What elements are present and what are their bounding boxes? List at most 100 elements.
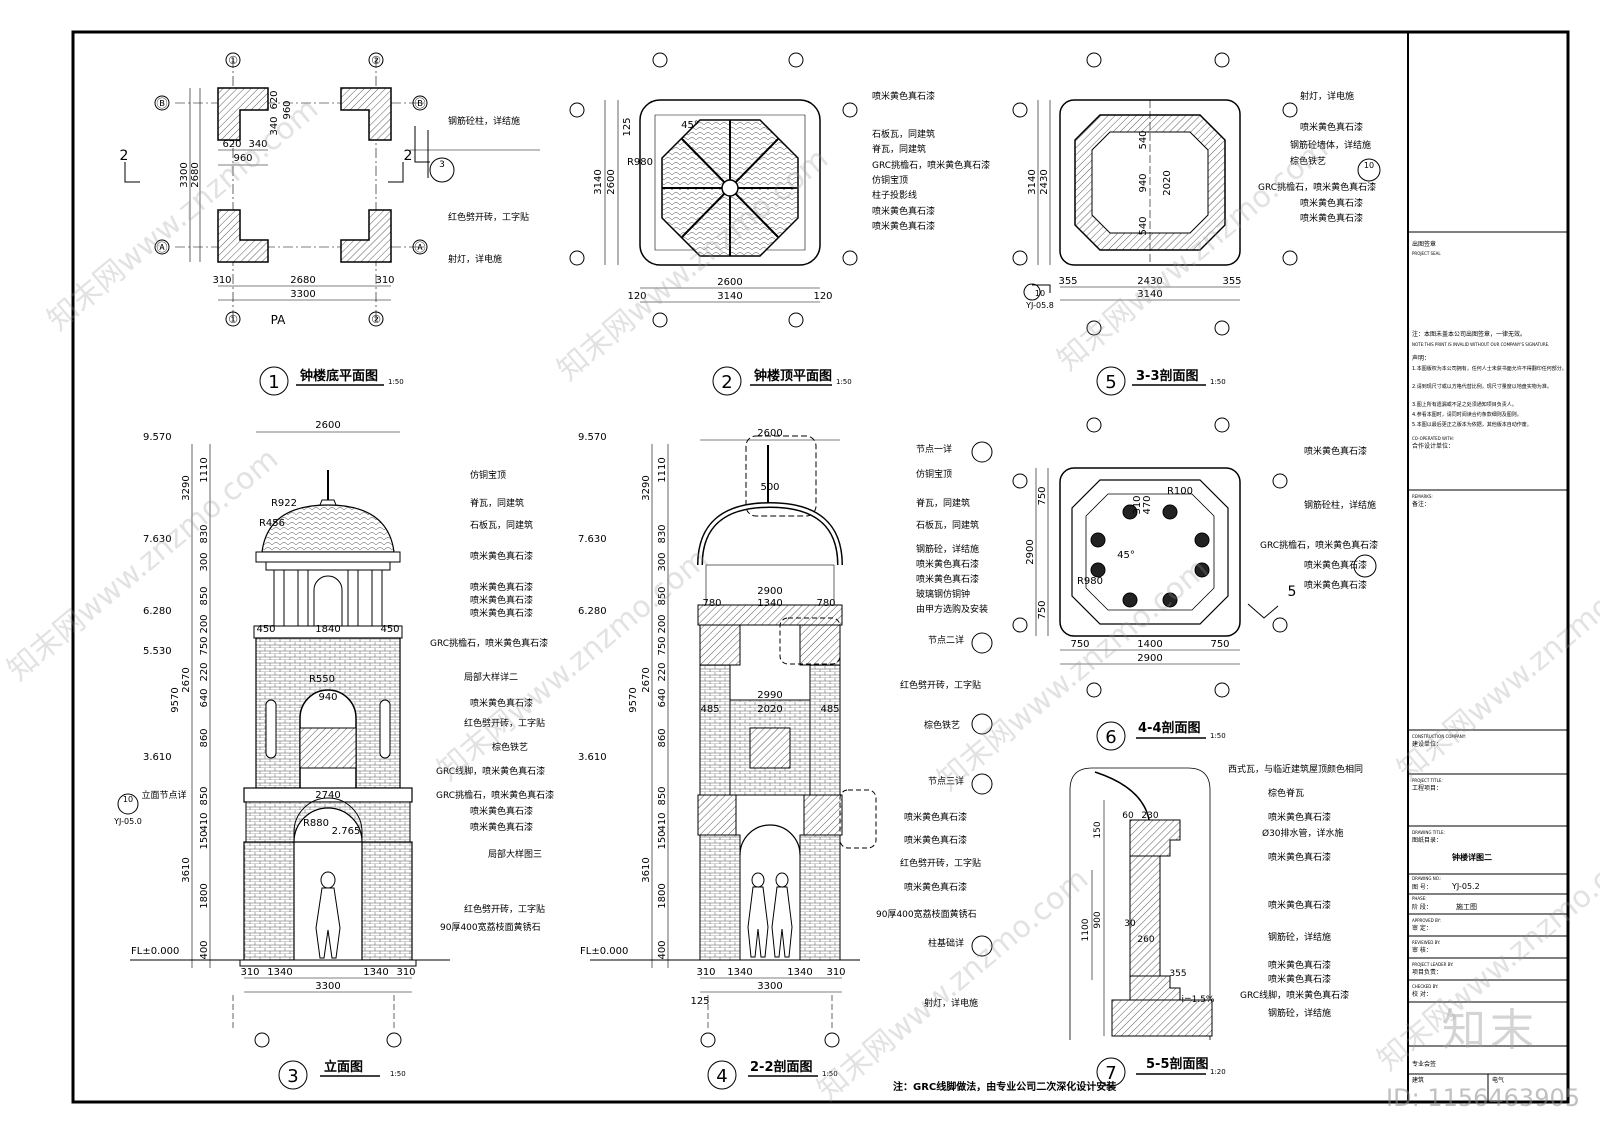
e3-level: 6.280 xyxy=(143,606,172,617)
d7-note: 棕色脊瓦 xyxy=(1268,787,1304,799)
p2-dim-v: 3140 xyxy=(593,169,604,194)
s4-note: 喷米黄色真石漆 xyxy=(904,834,967,846)
s4-vdim: 9570 xyxy=(628,687,639,712)
s4-vdim: 200 xyxy=(657,614,668,633)
titles-row2: 3 立面图 1:50 4 2-2剖面图 1:50 6 4-4剖面图 1:50 7… xyxy=(278,720,1226,1093)
p6-dim: 1400 xyxy=(1137,639,1162,650)
s4-hdim: 485 xyxy=(820,704,839,715)
p5-note: 喷米黄色真石漆 xyxy=(1300,212,1363,224)
e3-note: 喷米黄色真石漆 xyxy=(470,581,533,593)
e3-level: FL±0.000 xyxy=(131,946,179,957)
s4-vdim: 850 xyxy=(657,786,668,805)
tb-checked-en: CHECKED BY: xyxy=(1412,984,1438,989)
p1-grid-1-top: ① xyxy=(228,54,238,67)
tb-statement: 3.图上所有遗漏或不足之处须通知项目负责人。 xyxy=(1412,401,1517,408)
p2-note: 脊瓦，同建筑 xyxy=(872,143,926,155)
tb-project: 工程项目： xyxy=(1412,784,1442,792)
s4-note: 脊瓦，同建筑 xyxy=(916,497,970,509)
p5-dim: 3140 xyxy=(1137,289,1162,300)
view3-number: 3 xyxy=(287,1066,298,1087)
s4-note: 喷米黄色真石漆 xyxy=(904,811,967,823)
tb-seal-en: PROJECT SEAL xyxy=(1412,251,1441,256)
tb-coop-en: CO-OPERATED WITH: xyxy=(1412,436,1454,441)
p1-dim-v: 340 xyxy=(269,116,280,135)
s4-vdim: 860 xyxy=(657,728,668,747)
e3-note: 90厚400宽荔枝面黄锈石 xyxy=(440,921,541,933)
view4-number: 4 xyxy=(716,1066,727,1087)
tb-drawing-en: DRAWING TITLE: xyxy=(1412,830,1445,835)
e3-note: 脊瓦，同建筑 xyxy=(470,497,524,509)
p1-dim: 310 xyxy=(212,275,231,286)
p1-grid-b-left: Ⓑ xyxy=(157,97,168,110)
plan-1: ① ② ① ② Ⓑ Ⓐ Ⓑ Ⓐ 2 2 3 PA 310 2680 310 33… xyxy=(120,52,540,327)
view7-scale: 1:20 xyxy=(1210,1068,1226,1076)
p2-dim: 120 xyxy=(627,291,646,302)
view2-number: 2 xyxy=(721,372,732,393)
s4-note: 红色劈开砖，工字贴 xyxy=(900,857,981,869)
view1-scale: 1:50 xyxy=(388,378,404,386)
p1-dim-v: 3300 xyxy=(179,162,190,187)
s4-level: 7.630 xyxy=(578,534,607,545)
p5-dim-v: 2020 xyxy=(1162,170,1173,195)
s4-note: 喷米黄色真石漆 xyxy=(904,881,967,893)
e3-vdim: 150 xyxy=(199,830,210,849)
view1-number: 1 xyxy=(268,372,279,393)
s4-hdim: 125 xyxy=(690,996,709,1007)
p1-north-mark: 3 xyxy=(439,160,445,170)
s4-vdim: 150 xyxy=(657,830,668,849)
tb-statement: 2.请到现尺寸或以方格代替比例，现尺寸量度以地盘实物为准。 xyxy=(1412,383,1552,390)
p5-dim-v: 540 xyxy=(1138,130,1149,149)
section-4: 9.570 7.630 6.280 3.610 FL±0.000 3290 26… xyxy=(578,428,993,1048)
p5-dim-v: 940 xyxy=(1138,173,1149,192)
p2-dim: 2600 xyxy=(717,277,742,288)
s4-level: 9.570 xyxy=(578,432,607,443)
s4-note: 仿铜宝顶 xyxy=(916,468,952,480)
s4-vdim: 1800 xyxy=(657,883,668,908)
s4-note: 射灯，详电施 xyxy=(924,997,978,1009)
p2-dim-v: 2600 xyxy=(606,169,617,194)
view7-title: 5-5剖面图 xyxy=(1146,1056,1209,1072)
e3-level: 9.570 xyxy=(143,432,172,443)
e3-hdim: 310 xyxy=(240,967,259,978)
d7-note: 喷米黄色真石漆 xyxy=(1268,973,1331,985)
p2-angle: 45° xyxy=(681,120,699,131)
tb-note1: 注：本图未盖本公司出图签章，一律无效。 xyxy=(1412,330,1526,338)
tb-company: 建设单位： xyxy=(1412,740,1442,748)
s4-note: 石板瓦，同建筑 xyxy=(916,519,979,531)
s4-vdim: 220 xyxy=(657,662,668,681)
p1-pa-label: PA xyxy=(271,313,286,327)
sheet-footnote: 注：GRC线脚做法，由专业公司二次深化设计安装 xyxy=(893,1080,1116,1093)
outer-frame xyxy=(71,30,1570,1104)
p2-dim-v: 125 xyxy=(622,117,633,136)
e3-hdim: 3300 xyxy=(315,981,340,992)
s4-hdim: 500 xyxy=(760,482,779,493)
e3-vdim: 1110 xyxy=(199,457,210,482)
s4-note: 钢筋砼，详结施 xyxy=(916,543,979,555)
view2-title: 钟楼顶平面图 xyxy=(754,368,832,384)
d7-dim: i=1.5% xyxy=(1182,995,1215,1005)
p6-note: GRC挑檐石，喷米黄色真石漆 xyxy=(1260,539,1378,551)
titles-row1: 1 钟楼底平面图 1:50 2 钟楼顶平面图 1:50 5 3-3剖面图 1:5… xyxy=(259,366,1226,396)
e3-vdim: 2670 xyxy=(181,667,192,692)
p2-note: 柱子投影线 xyxy=(872,189,917,201)
p6-dim: 2900 xyxy=(1137,653,1162,664)
tb-reviewed: 审 核： xyxy=(1412,946,1432,954)
view4-title: 2-2剖面图 xyxy=(750,1059,813,1075)
p1-dim: 3300 xyxy=(290,289,315,300)
p1-dim-v: 960 xyxy=(282,100,293,119)
s4-note: 玻璃钢仿铜钟 xyxy=(916,588,970,600)
p1-note: 钢筋砼柱，详结施 xyxy=(448,115,520,127)
p1-grid-a-left: Ⓐ xyxy=(157,241,168,254)
tb-approved-en: APPROVED BY: xyxy=(1412,918,1441,923)
tb-no-en: DRAWING NO.: xyxy=(1412,876,1441,881)
s4-hdim: 2900 xyxy=(757,586,782,597)
p6-radius: R980 xyxy=(1077,576,1103,587)
tb-statement-title: 声明： xyxy=(1412,354,1430,362)
s4-hdim: 1340 xyxy=(727,967,752,978)
view7-number: 7 xyxy=(1105,1063,1116,1084)
e3-vdim: 640 xyxy=(199,688,210,707)
e3-level: 3.610 xyxy=(143,752,172,763)
p2-note: 喷米黄色真石漆 xyxy=(872,220,935,232)
p1-dim: 960 xyxy=(233,153,252,164)
p1-dim: 620 xyxy=(222,139,241,150)
